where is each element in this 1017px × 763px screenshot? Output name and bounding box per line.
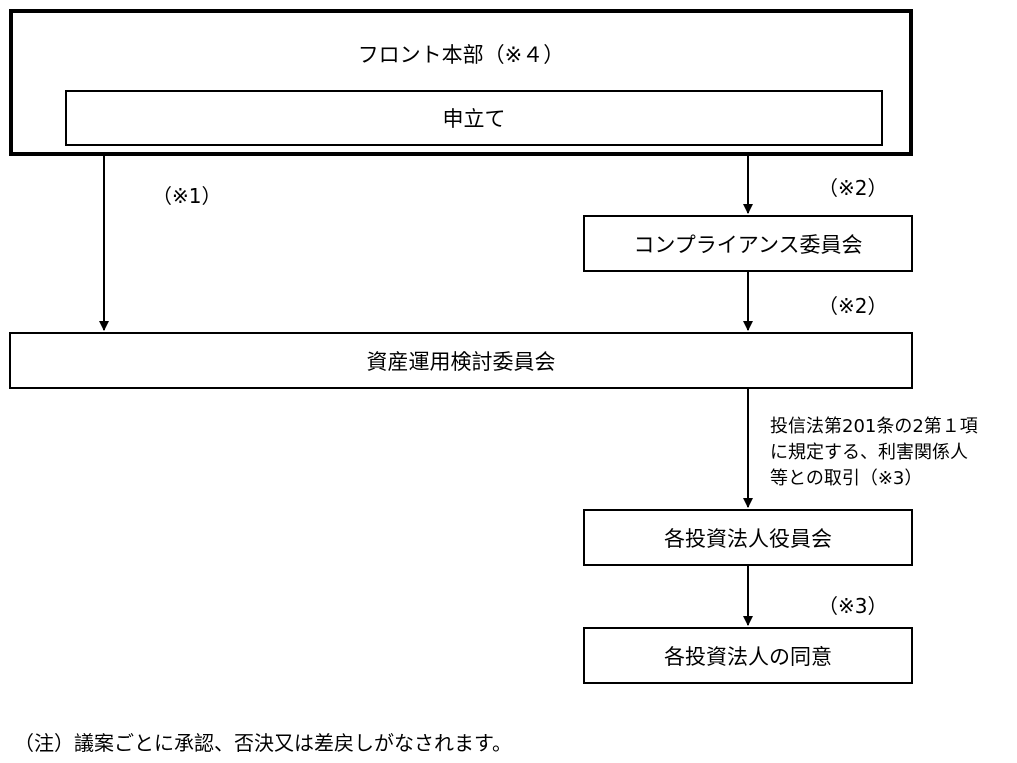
note-3-label: （※3） (818, 594, 888, 618)
asset-management-review-committee-box: 資産運用検討委員会 (9, 332, 913, 389)
note-3-line-3: 等との取引（※3） (770, 468, 923, 489)
arrowhead-board-to-consent (743, 616, 753, 626)
arrowhead-front-to-review (99, 321, 109, 331)
investment-corporation-consent-box: 各投資法人の同意 (583, 627, 913, 684)
related-party-transaction-note: 投信法第201条の2第１項 に規定する、利害関係人 等との取引（※3） (770, 414, 978, 492)
note-1-label: （※1） (152, 184, 222, 208)
note-2-label-lower: （※2） (818, 294, 888, 318)
investment-corporation-board-box: 各投資法人役員会 (583, 509, 913, 566)
note-3-line-2: に規定する、利害関係人 (770, 442, 968, 463)
arrowhead-front-to-compliance (743, 204, 753, 214)
arrowhead-compliance-to-review (743, 321, 753, 331)
front-office-box: フロント本部（※４） 申立て (9, 9, 913, 156)
application-box: 申立て (65, 90, 883, 146)
note-2-label-upper: （※2） (818, 176, 888, 200)
footnote: （注）議案ごとに承認、否決又は差戻しがなされます。 (14, 731, 512, 755)
compliance-committee-box: コンプライアンス委員会 (583, 215, 913, 272)
note-3-line-1: 投信法第201条の2第１項 (770, 416, 978, 437)
front-office-title: フロント本部（※４） (357, 43, 565, 67)
arrowhead-review-to-board (743, 498, 753, 508)
